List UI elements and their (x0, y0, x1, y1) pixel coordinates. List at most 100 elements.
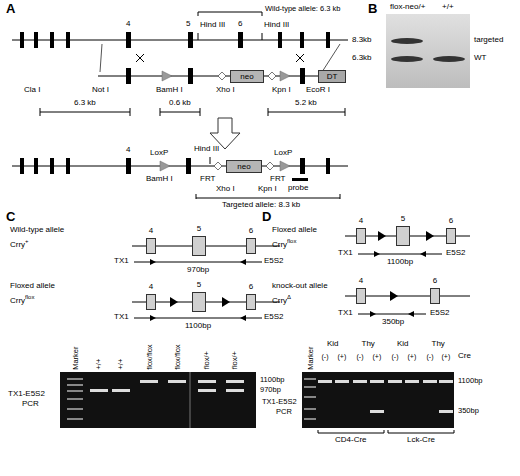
annotation-label: (-) (392, 353, 399, 361)
cassette-name: neo (240, 72, 253, 81)
annotation-label: (+) (338, 353, 347, 361)
annotation-label: E5S2 (430, 309, 450, 318)
annotation-label: 1100bp (260, 376, 284, 384)
annotation-label: 4 (126, 20, 130, 29)
annotation-label: E5S2 (264, 313, 284, 322)
annotation-label: Targeted allele: 8.3 kb (222, 201, 300, 210)
superscript: Δ (287, 294, 291, 300)
exon-box: 6 (246, 238, 256, 254)
cassette-box: neo (230, 70, 264, 83)
cassette-box: DT (318, 70, 346, 83)
exon-box: 6 (446, 228, 456, 244)
annotation-label: 4 (126, 146, 130, 155)
annotation-label: BamH I (156, 86, 183, 95)
lane-label: +/+ (117, 358, 125, 369)
annotation-label: Kid (327, 340, 339, 349)
annotation-label: Hind III (200, 21, 225, 30)
annotation-label: 1100bp (387, 258, 413, 267)
exon-number: 4 (359, 217, 363, 226)
annotation-label: TX1 (338, 309, 353, 318)
panel-letter: D (262, 210, 271, 224)
allele-symbol: Crryflox (272, 238, 296, 249)
annotation-label: LoxP (150, 149, 168, 158)
panel-letter: B (368, 2, 377, 16)
lane-label: flox/flox (145, 344, 153, 369)
lane-label: Marker (306, 346, 314, 369)
annotation-label: 5.2 kb (295, 99, 317, 108)
annotation-label: TX1-E5S2 (8, 390, 45, 399)
lane-label: Marker (71, 346, 79, 369)
lane-label: flox/+ (203, 351, 211, 369)
cassette-name: DT (327, 72, 338, 81)
allele-symbol: Crry+ (10, 238, 29, 249)
annotation-label: Kid (397, 340, 409, 349)
annotation-label: TX1 (338, 249, 353, 258)
allele-symbol: Crryflox (10, 294, 34, 305)
exon-box: 4 (146, 238, 156, 254)
allele-symbol: CrryΔ (272, 294, 291, 305)
annotation-label: 350bp (458, 407, 479, 415)
annotation-label: LoxP (274, 149, 292, 158)
annotation-label: Cre (458, 352, 471, 361)
superscript: + (25, 238, 29, 244)
annotation-label: 5 (186, 20, 190, 29)
annotation-label: Wild-type allele: 6.3 kb (265, 5, 340, 13)
gene-name: Crry (10, 240, 25, 249)
cassette-box: neo (226, 160, 262, 173)
annotation-label: Wild-type allele (10, 226, 64, 235)
annotation-label: Hind III (264, 21, 289, 30)
annotation-label: 8.3kb (352, 36, 372, 45)
annotation-label: (-) (322, 353, 329, 361)
annotation-label: probe (288, 184, 308, 193)
annotation-label: FRT (200, 175, 215, 184)
annotation-label: flox-neo/+ (390, 3, 425, 12)
annotation-label: Cla I (24, 86, 40, 95)
annotation-label: (+) (408, 353, 417, 361)
annotation-label: 6.3kb (352, 54, 372, 63)
gene-name: Crry (272, 296, 287, 305)
annotation-label: BamH I (146, 175, 173, 184)
exon-box: 6 (430, 288, 440, 304)
panel-letter: A (6, 2, 15, 16)
annotation-label: EcoR I (306, 86, 330, 95)
annotation-label: TX1-E5S2 (262, 398, 297, 406)
cassette-name: neo (237, 162, 250, 171)
annotation-label: Floxed allele (10, 282, 55, 291)
annotation-label: Kpn I (258, 185, 277, 194)
annotation-label: +/+ (442, 3, 454, 12)
annotation-label: 0.6 kb (169, 99, 191, 108)
lane-label: flox/flox (173, 344, 181, 369)
exon-number: 4 (359, 277, 363, 286)
exon-box: 5 (192, 236, 206, 256)
annotation-label: 1100bp (185, 322, 211, 331)
exon-number: 5 (197, 225, 201, 234)
annotation-label: Kpn I (272, 86, 291, 95)
exon-number: 6 (249, 283, 253, 292)
exon-number: 4 (149, 283, 153, 292)
annotation-label: targeted (474, 36, 503, 45)
annotation-label: knock-out allele (272, 282, 328, 291)
annotation-label: TX1 (114, 313, 129, 322)
exon-box: 4 (356, 288, 366, 304)
annotation-label: PCR (276, 408, 292, 416)
annotation-label: Xho I (216, 185, 235, 194)
annotation-label: TX1 (114, 257, 129, 266)
annotation-label: PCR (22, 400, 39, 409)
exon-box: 5 (396, 226, 410, 246)
gene-name: Crry (10, 296, 25, 305)
annotation-label: (+) (373, 353, 382, 361)
panel-letter: C (6, 210, 15, 224)
annotation-label: (-) (357, 353, 364, 361)
exon-number: 4 (149, 227, 153, 236)
superscript: flox (25, 294, 34, 300)
exon-box: 5 (192, 292, 206, 312)
annotation-label: 970bp (260, 386, 281, 394)
annotation-label: 6 (238, 20, 242, 29)
exon-number: 6 (449, 217, 453, 226)
annotation-label: E5S2 (446, 249, 466, 258)
exon-number: 5 (401, 215, 405, 224)
superscript: flox (287, 238, 296, 244)
annotation-label: Xho I (216, 86, 235, 95)
exon-number: 6 (249, 227, 253, 236)
annotation-label: FRT (270, 175, 285, 184)
